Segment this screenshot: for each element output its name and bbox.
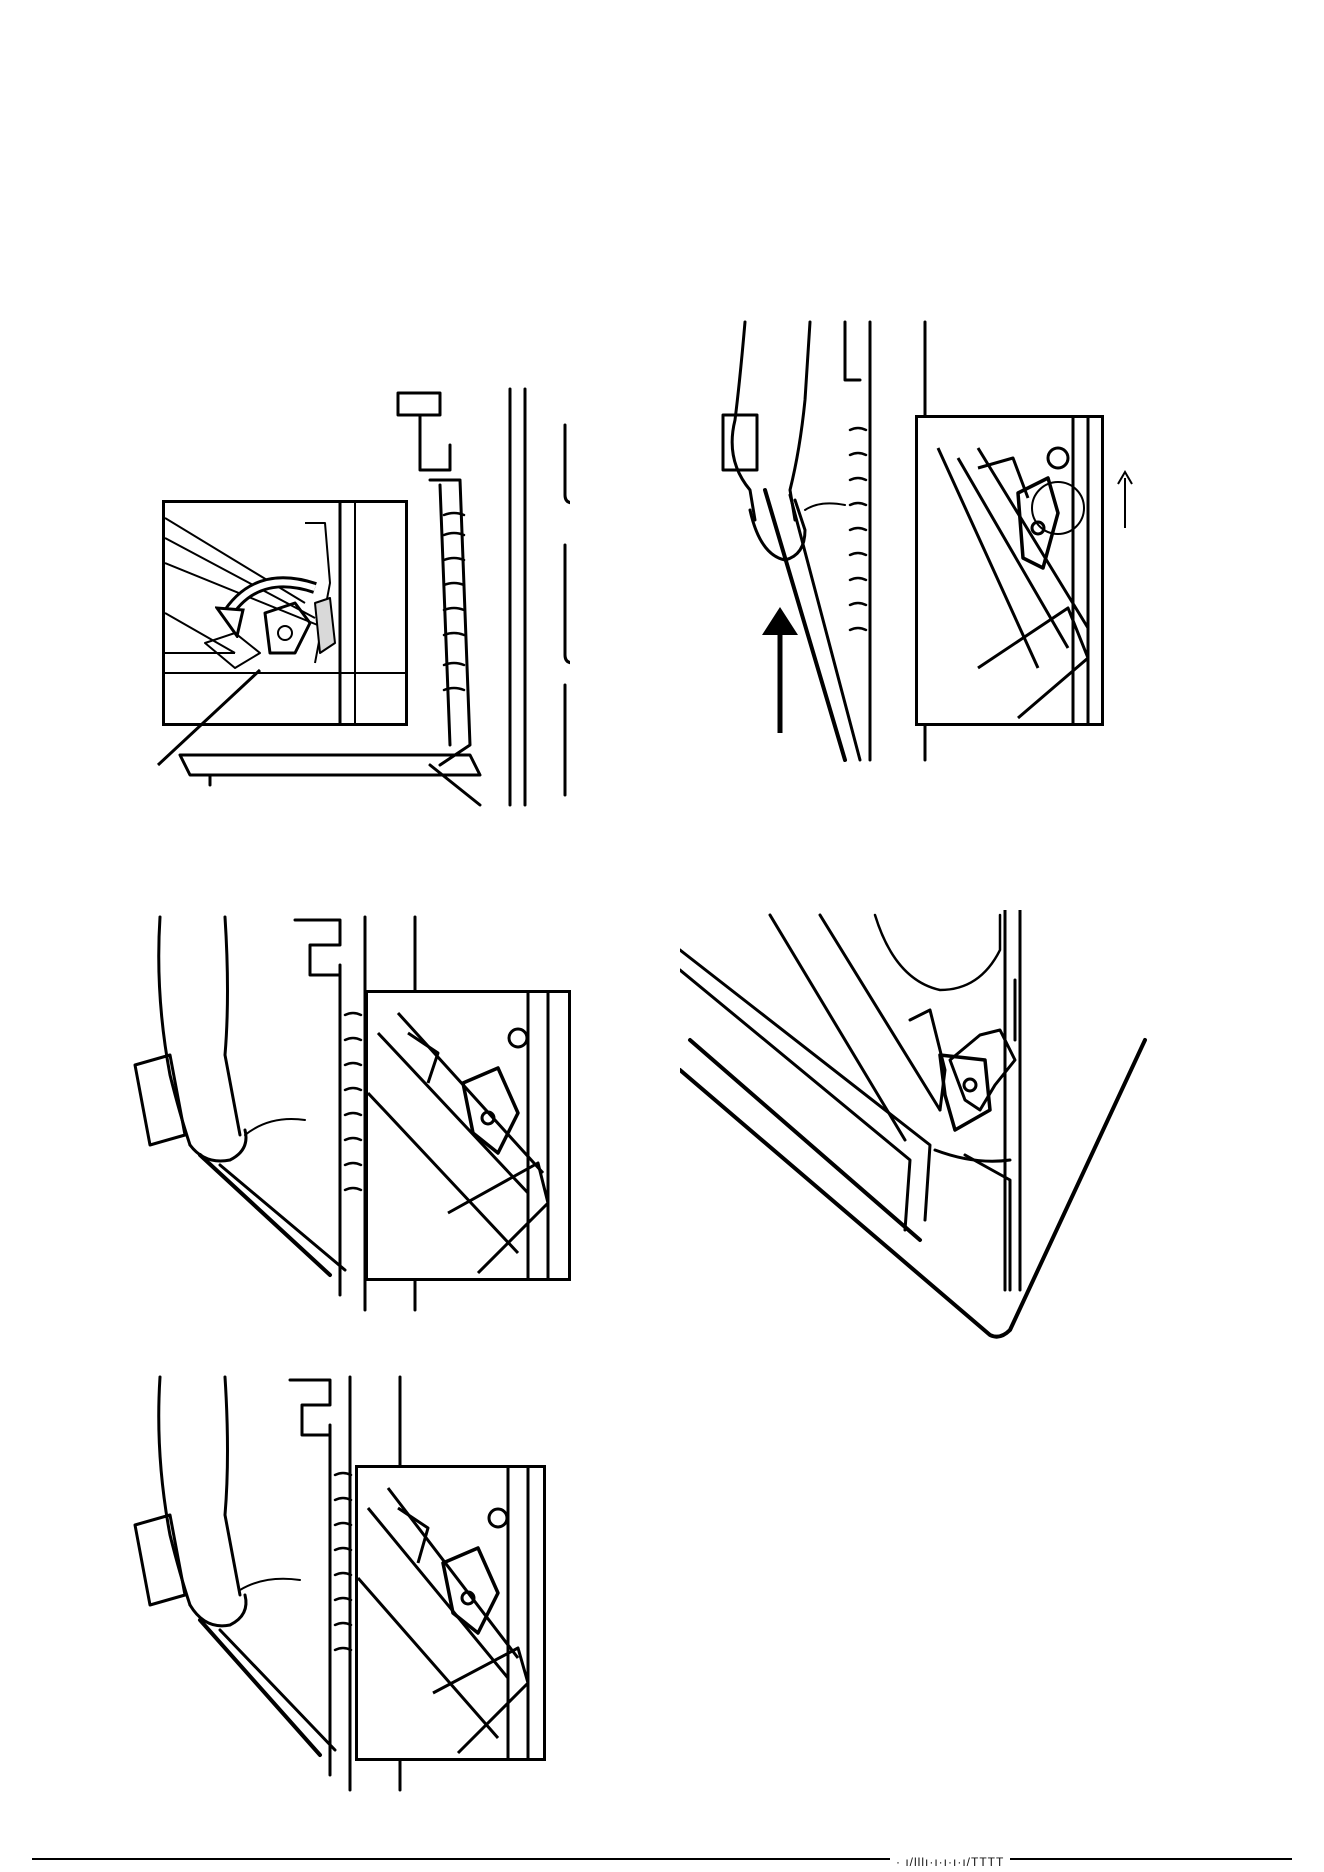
- figure-lift-door: [695, 320, 1150, 770]
- footer-code: · ı/lllı·ı·ı·ı·ı/TTTT: [890, 1855, 1010, 1869]
- figure-hold-door-lower: [130, 1375, 570, 1795]
- figure-hinge-lever: [150, 385, 570, 815]
- hinge-engage-inset: [915, 415, 1104, 726]
- lift-arrow-icon: [760, 605, 800, 735]
- figure-hinge-closeup: [680, 910, 1150, 1340]
- page-bottom-rule: [32, 1858, 1292, 1860]
- figure-hold-door: [130, 915, 580, 1315]
- hinge-detail-inset-3: [365, 990, 571, 1281]
- small-up-arrow-icon: [1115, 470, 1135, 530]
- hinge-closeup-illustration: [680, 910, 1150, 1340]
- hinge-detail-inset-5: [355, 1465, 546, 1761]
- pointer-line-icon: [150, 385, 570, 815]
